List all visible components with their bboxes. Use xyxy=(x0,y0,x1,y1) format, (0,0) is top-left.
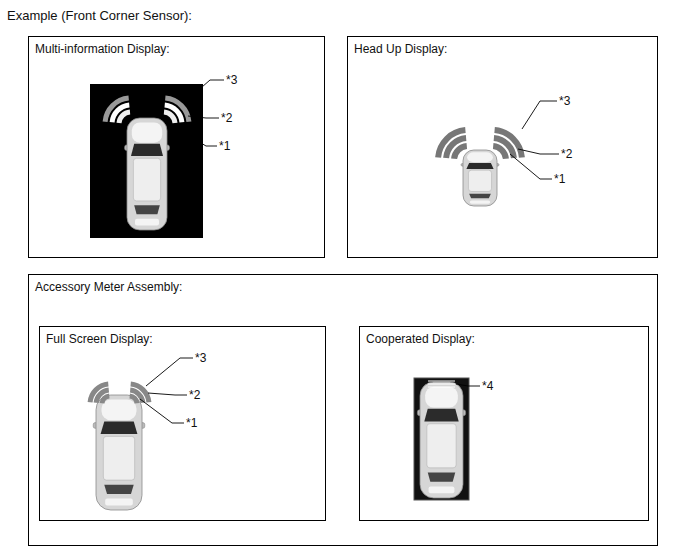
sensor-arc xyxy=(495,130,522,157)
windshield xyxy=(466,163,493,169)
sensor-arc xyxy=(96,390,109,403)
car-body xyxy=(463,150,497,206)
callout-number: *1 xyxy=(186,416,197,430)
sensor-arc xyxy=(130,396,137,403)
sensor-arc xyxy=(119,112,130,123)
windshield xyxy=(131,144,163,156)
callout-number: *3 xyxy=(226,73,237,87)
hood xyxy=(132,122,162,142)
leader-line xyxy=(146,358,193,386)
leader-line xyxy=(456,384,480,386)
sensor-arc xyxy=(105,98,129,122)
panel-heading: Accessory Meter Assembly: xyxy=(35,280,182,294)
leader-line xyxy=(148,393,187,395)
callout-number: *1 xyxy=(554,172,565,186)
rear-window xyxy=(428,472,456,481)
panel-box: Accessory Meter Assembly: Full Screen Dis… xyxy=(28,274,658,546)
callout-number: *3 xyxy=(559,94,570,108)
sensor-arc xyxy=(446,138,466,158)
hood xyxy=(425,387,458,408)
callout-number: *2 xyxy=(189,388,200,402)
panel-heading: Full Screen Display: xyxy=(46,332,153,346)
panel-box: Full Screen Display: xyxy=(39,326,326,521)
windshield xyxy=(101,421,138,434)
windshield xyxy=(424,409,458,422)
roof xyxy=(103,436,134,480)
vehicle xyxy=(93,395,145,510)
sensor-arc xyxy=(428,381,455,382)
callout-number: *2 xyxy=(561,147,572,161)
rear-window xyxy=(469,194,491,198)
sensor-arc xyxy=(165,105,182,122)
vehicle xyxy=(461,150,499,206)
leader-line xyxy=(181,131,217,146)
sensor-arc xyxy=(428,384,455,385)
roof xyxy=(468,170,491,191)
panel-heading: Head Up Display: xyxy=(354,42,447,56)
callout-number: *4 xyxy=(482,379,493,393)
callout-number: *1 xyxy=(219,139,230,153)
vehicle xyxy=(417,382,465,498)
leader-line xyxy=(518,149,559,154)
panel-heading: Multi-information Display: xyxy=(35,42,170,56)
leader-line xyxy=(510,154,552,179)
panel-box: Cooperated Display: xyxy=(359,326,649,521)
sensor-arc xyxy=(428,387,455,388)
vehicle xyxy=(125,118,170,230)
sensor-arc xyxy=(493,146,506,159)
leader-line xyxy=(188,116,219,118)
sensor-arc xyxy=(164,112,175,123)
sensor-arc xyxy=(130,390,143,403)
trunk xyxy=(105,499,133,506)
panel-box: Multi-information Display: xyxy=(28,36,325,258)
callout-number: *2 xyxy=(221,111,232,125)
car-body xyxy=(420,382,463,498)
rear-window xyxy=(104,485,133,494)
car-body xyxy=(127,118,167,230)
sensor-arc xyxy=(454,146,467,159)
sensor-arc xyxy=(90,384,108,402)
car-body xyxy=(96,395,142,510)
panel-heading: Cooperated Display: xyxy=(366,332,475,346)
roof xyxy=(133,158,160,201)
hood xyxy=(467,152,493,162)
sensor-arc xyxy=(112,105,129,122)
hood xyxy=(102,400,137,421)
diagram-title: Example (Front Corner Sensor): xyxy=(7,8,192,23)
leader-line xyxy=(186,80,224,101)
trunk xyxy=(429,486,455,493)
trunk xyxy=(135,219,159,226)
display-screen xyxy=(414,378,469,500)
sensor-arc xyxy=(165,98,189,122)
leader-line xyxy=(522,101,557,129)
roof xyxy=(427,424,456,468)
sensor-arc xyxy=(102,396,109,403)
rear-window xyxy=(134,205,160,214)
callout-number: *3 xyxy=(195,351,206,365)
sensor-arc xyxy=(438,130,465,157)
display-screen xyxy=(90,84,203,238)
trunk xyxy=(470,200,490,203)
sensor-arc xyxy=(131,384,149,402)
panel-box: Head Up Display: xyxy=(347,36,658,258)
leader-line xyxy=(140,399,184,423)
